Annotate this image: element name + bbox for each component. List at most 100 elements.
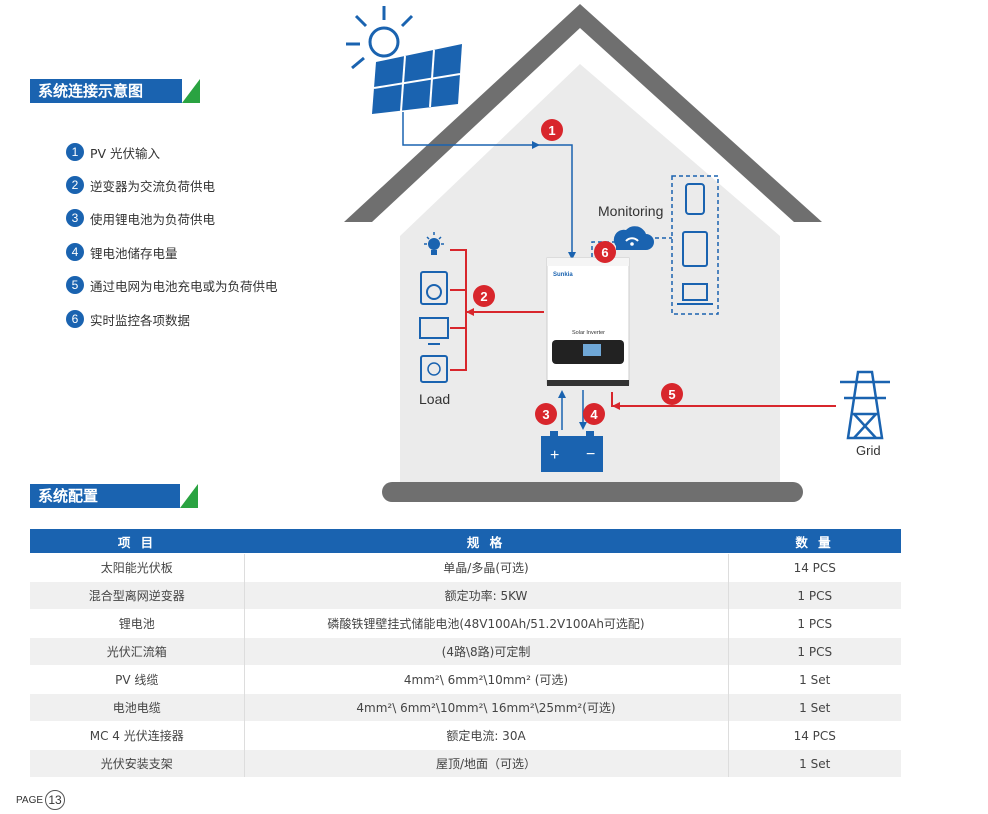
battery-icon: + − bbox=[541, 431, 603, 472]
marker-2: 2 bbox=[473, 285, 495, 307]
cell-spec: 4mm²\ 6mm²\10mm² (可选) bbox=[243, 665, 728, 694]
marker-4: 4 bbox=[583, 403, 605, 425]
cell-item: 混合型离网逆变器 bbox=[30, 581, 244, 610]
section-heading-diagram: 系统连接示意图 bbox=[30, 79, 200, 103]
legend-text: PV 光伏输入 bbox=[90, 145, 161, 161]
marker-1: 1 bbox=[541, 119, 563, 141]
legend-item: 5 通过电网为电池充电或为负荷供电 bbox=[66, 275, 278, 295]
section-heading-config: 系统配置 bbox=[30, 484, 198, 508]
system-connection-diagram: Monitoring Sunkia Solar Inverter bbox=[344, 4, 890, 502]
legend-number: 4 bbox=[66, 243, 84, 261]
cell-qty: 1 Set bbox=[727, 665, 901, 694]
tablet-icon bbox=[682, 231, 708, 267]
section-title-accent bbox=[180, 484, 198, 508]
cell-item: 太阳能光伏板 bbox=[30, 553, 244, 582]
laptop-icon bbox=[677, 283, 713, 305]
cell-qty: 14 PCS bbox=[727, 553, 901, 582]
table-row: 锂电池 磷酸铁锂壁挂式储能电池(48V100Ah/51.2V100Ah可选配) … bbox=[30, 609, 901, 638]
column-header-item: 项 目 bbox=[30, 529, 244, 554]
cell-spec: 额定电流: 30A bbox=[243, 721, 728, 750]
svg-text:2: 2 bbox=[480, 289, 487, 304]
legend-item: 3 使用锂电池为负荷供电 bbox=[66, 208, 215, 228]
cell-item: MC 4 光伏连接器 bbox=[30, 721, 244, 750]
cell-qty: 1 Set bbox=[727, 693, 901, 722]
cell-spec: 屋顶/地面（可选） bbox=[243, 749, 728, 777]
cell-qty: 1 PCS bbox=[727, 637, 901, 666]
legend-text: 实时监控各项数据 bbox=[90, 312, 191, 328]
legend-number: 5 bbox=[66, 276, 84, 294]
marker-3: 3 bbox=[535, 403, 557, 425]
cell-spec: 单晶/多晶(可选) bbox=[243, 553, 728, 582]
cell-item: 锂电池 bbox=[30, 609, 244, 638]
cell-item: 光伏安装支架 bbox=[30, 749, 244, 777]
cell-qty: 1 PCS bbox=[727, 609, 901, 638]
monitor-icon bbox=[419, 317, 449, 345]
cloud-wifi-icon bbox=[613, 226, 654, 250]
legend-text: 锂电池储存电量 bbox=[90, 245, 178, 261]
legend-number: 6 bbox=[66, 310, 84, 328]
column-header-qty: 数 量 bbox=[728, 529, 901, 554]
svg-text:5: 5 bbox=[668, 387, 675, 402]
table-row: PV 线缆 4mm²\ 6mm²\10mm² (可选) 1 Set bbox=[30, 665, 901, 694]
legend-number: 1 bbox=[66, 143, 84, 161]
bulb-icon bbox=[424, 232, 444, 255]
inverter-label: Solar Inverter bbox=[572, 330, 605, 336]
legend-item: 4 锂电池储存电量 bbox=[66, 242, 178, 262]
phone-icon bbox=[685, 183, 705, 215]
legend-text: 通过电网为电池充电或为负荷供电 bbox=[90, 278, 278, 294]
section-title-accent bbox=[182, 79, 200, 103]
legend-text: 使用锂电池为负荷供电 bbox=[90, 211, 216, 227]
legend-text: 逆变器为交流负荷供电 bbox=[90, 178, 216, 194]
cell-spec: 4mm²\ 6mm²\10mm²\ 16mm²\25mm²(可选) bbox=[243, 693, 728, 722]
table-row: 光伏安装支架 屋顶/地面（可选） 1 Set bbox=[30, 749, 901, 777]
svg-text:6: 6 bbox=[601, 245, 608, 260]
cell-qty: 14 PCS bbox=[727, 721, 901, 750]
sun-icon bbox=[346, 6, 414, 70]
socket-icon bbox=[420, 355, 448, 383]
table-row: 光伏汇流箱 (4路\8路)可定制 1 PCS bbox=[30, 637, 901, 666]
column-header-spec: 规 格 bbox=[244, 529, 728, 554]
page-label: PAGE bbox=[16, 794, 44, 806]
load-label: Load bbox=[419, 391, 450, 407]
cell-qty: 1 Set bbox=[727, 749, 901, 777]
table-row: MC 4 光伏连接器 额定电流: 30A 14 PCS bbox=[30, 721, 901, 750]
table-row: 混合型离网逆变器 额定功率: 5KW 1 PCS bbox=[30, 581, 901, 610]
svg-text:1: 1 bbox=[548, 123, 555, 138]
page-number-circle: 13 bbox=[45, 790, 66, 810]
marker-5: 5 bbox=[661, 383, 683, 405]
legend-number: 2 bbox=[66, 176, 84, 194]
grid-tower-icon bbox=[840, 370, 890, 440]
load-wiring bbox=[450, 249, 544, 371]
section-title-diagram: 系统连接示意图 bbox=[30, 79, 182, 103]
legend-number: 3 bbox=[66, 209, 84, 227]
svg-text:3: 3 bbox=[542, 407, 549, 422]
table-header-row: 项 目 规 格 数 量 bbox=[30, 529, 901, 554]
table-row: 电池电缆 4mm²\ 6mm²\10mm²\ 16mm²\25mm²(可选) 1… bbox=[30, 693, 901, 722]
svg-text:4: 4 bbox=[590, 407, 598, 422]
cell-item: 电池电缆 bbox=[30, 693, 244, 722]
battery-plus: + bbox=[550, 447, 559, 464]
solar-panel-icon bbox=[372, 44, 462, 114]
pv-connection-line bbox=[402, 112, 573, 258]
monitoring-devices-box bbox=[671, 175, 719, 315]
system-config-table: 项 目 规 格 数 量 太阳能光伏板 单晶/多晶(可选) 14 PCS 混合型离… bbox=[30, 529, 901, 777]
cell-item: PV 线缆 bbox=[30, 665, 244, 694]
cell-qty: 1 PCS bbox=[727, 581, 901, 610]
battery-minus: − bbox=[586, 446, 595, 463]
page-number: PAGE 13 bbox=[16, 790, 66, 810]
cell-spec: (4路\8路)可定制 bbox=[243, 637, 728, 666]
legend-item: 2 逆变器为交流负荷供电 bbox=[66, 175, 215, 195]
cell-item: 光伏汇流箱 bbox=[30, 637, 244, 666]
grid-label: Grid bbox=[856, 443, 881, 458]
table-row: 太阳能光伏板 单晶/多晶(可选) 14 PCS bbox=[30, 553, 901, 582]
legend-item: 1 PV 光伏输入 bbox=[66, 142, 160, 162]
inverter-brand: Sunkia bbox=[553, 272, 573, 278]
cell-spec: 磷酸铁锂壁挂式储能电池(48V100Ah/51.2V100Ah可选配) bbox=[243, 609, 728, 638]
section-title-config: 系统配置 bbox=[30, 484, 180, 508]
monitoring-label: Monitoring bbox=[598, 203, 663, 219]
legend-item: 6 实时监控各项数据 bbox=[66, 309, 190, 329]
cell-spec: 额定功率: 5KW bbox=[243, 581, 728, 610]
marker-6: 6 bbox=[594, 241, 616, 263]
solar-inverter: Sunkia Solar Inverter bbox=[546, 257, 630, 386]
washing-machine-icon bbox=[420, 271, 448, 305]
